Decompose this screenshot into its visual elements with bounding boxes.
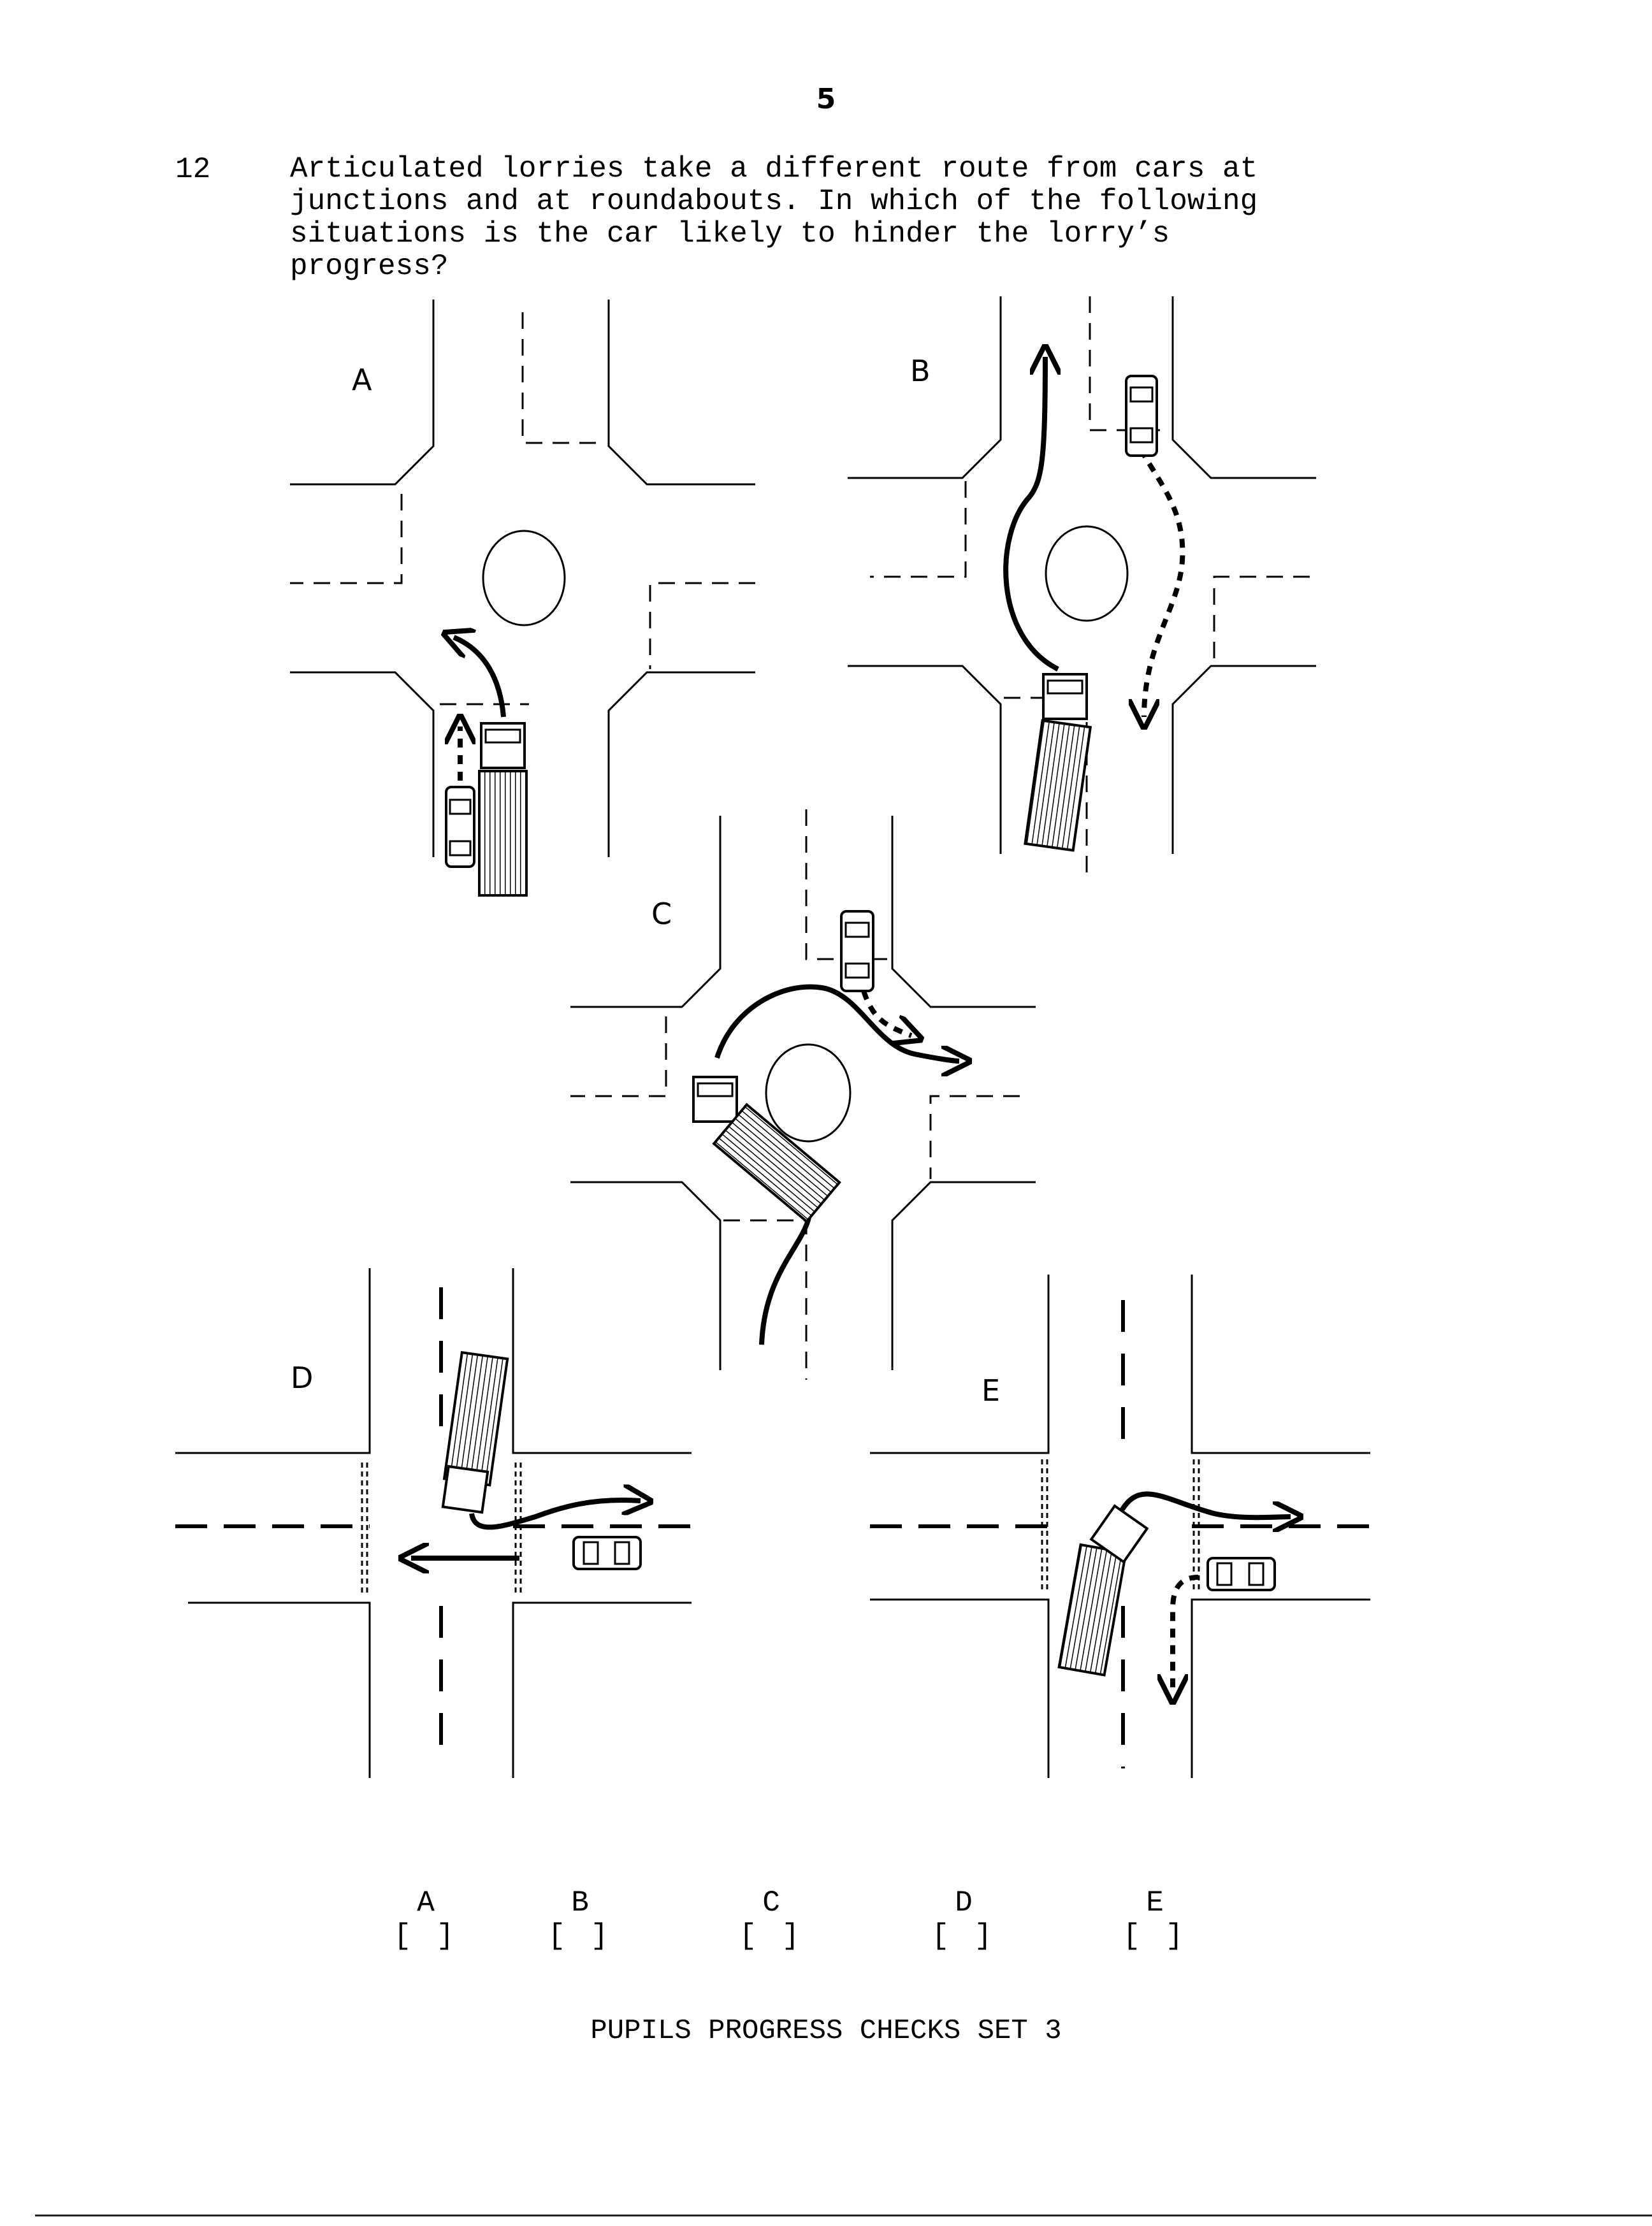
- lorry-path-d: [469, 1500, 641, 1530]
- car-c: [840, 910, 874, 992]
- option-a-checkbox[interactable]: [ ]: [393, 1919, 458, 1953]
- diagram-b-label: B: [910, 354, 931, 388]
- diagram-a-label: A: [352, 363, 372, 397]
- diagram-c-label: C: [651, 897, 672, 931]
- option-c-label: C: [762, 1886, 780, 1919]
- question-text: Articulated lorries take a different rou…: [290, 152, 1258, 283]
- option-e[interactable]: E [ ]: [1117, 1886, 1193, 1953]
- option-b[interactable]: B [ ]: [542, 1886, 618, 1953]
- option-a[interactable]: A [ ]: [388, 1886, 464, 1953]
- car-path-b: [1141, 448, 1185, 717]
- diagram-b: [848, 296, 1316, 873]
- lorry-path-c: [714, 984, 959, 1061]
- option-e-label: E: [1146, 1886, 1164, 1919]
- diagram-d: [175, 1268, 692, 1778]
- option-b-label: B: [571, 1886, 589, 1919]
- lorry-path-e: [1119, 1491, 1291, 1517]
- footer-title: PUPILS PROGRESS CHECKS SET 3: [590, 2015, 1062, 2047]
- lorry-a: [478, 722, 528, 897]
- answer-options: A [ ] B [ ] C [ ] D [ ] E [ ]: [0, 1886, 1652, 1963]
- car-b: [1125, 375, 1158, 457]
- diagram-d-label: D: [291, 1361, 313, 1395]
- lorry-path-a: [454, 637, 506, 718]
- lorry-c: [692, 1076, 841, 1224]
- page-number: 5: [816, 83, 836, 115]
- diagram-e: [870, 1275, 1377, 1778]
- bottom-rule: [35, 2215, 1652, 2216]
- car-path-e: [1173, 1575, 1199, 1692]
- option-b-checkbox[interactable]: [ ]: [547, 1919, 612, 1953]
- option-c-checkbox[interactable]: [ ]: [739, 1919, 804, 1953]
- car-d: [572, 1536, 642, 1570]
- diagram-a: [290, 300, 755, 897]
- lorry-d: [441, 1351, 509, 1514]
- car-a: [445, 786, 475, 868]
- lorry-e: [1057, 1504, 1149, 1677]
- option-d-checkbox[interactable]: [ ]: [931, 1919, 996, 1953]
- question-number: 12: [175, 153, 211, 186]
- diagram-c: [570, 809, 1036, 1380]
- option-c[interactable]: C [ ]: [733, 1886, 809, 1953]
- lorry-path-b: [1003, 357, 1058, 672]
- option-a-label: A: [417, 1886, 435, 1919]
- option-d-label: D: [955, 1886, 973, 1919]
- diagram-e-label: E: [982, 1373, 1000, 1408]
- option-d[interactable]: D [ ]: [925, 1886, 1002, 1953]
- option-e-checkbox[interactable]: [ ]: [1122, 1919, 1187, 1953]
- lorry-entry-path-c: [759, 1201, 813, 1345]
- car-e: [1206, 1557, 1276, 1591]
- lorry-b: [1024, 673, 1092, 852]
- car-path-c: [861, 990, 911, 1036]
